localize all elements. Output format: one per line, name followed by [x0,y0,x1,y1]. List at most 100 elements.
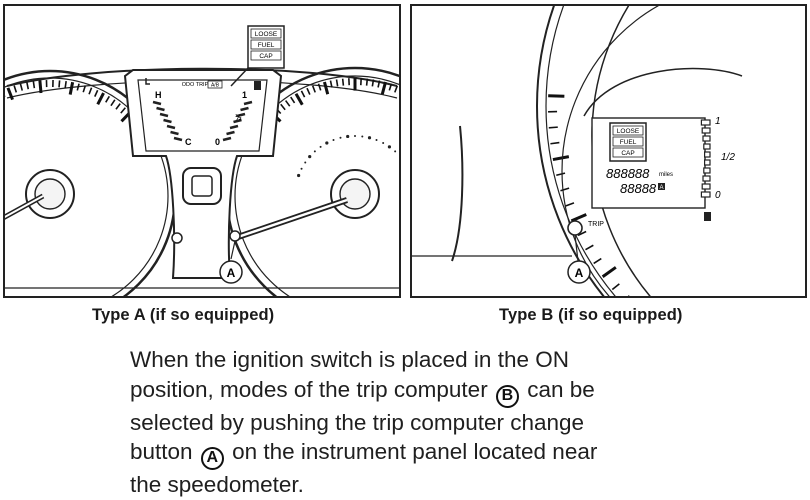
speedometer-tick [313,86,316,93]
paragraph-line-1: When the ignition switch is placed in th… [130,345,698,375]
figure-type-b: 1 1/2 0 LOOSE FUEL CAP 888888 miles 8888… [410,4,807,298]
type-a-cluster-illustration: ODO TRIP A/B H C 1 ½ 0 LOOSE FUEL CAP A [5,6,399,296]
fuel-bar-segment [703,176,710,181]
gauge-tick [594,259,602,264]
speed-scale-dot [382,142,384,144]
tachometer-tick [70,82,72,94]
gauge-tick [585,245,593,249]
tachometer-tick [33,81,34,88]
fuel-bar-segment [702,128,710,133]
tachometer-tick [98,93,104,104]
speed-scale-dot [361,135,363,137]
speedometer-tick [343,79,344,86]
gauge-tick [549,127,558,128]
marker-a-icon: A [201,447,224,470]
callout-a-label-b: A [575,266,584,280]
speedometer-tick [281,104,285,109]
gauge-tick [556,173,565,175]
fuel-bar-segment [703,136,710,141]
gauge-tick [560,188,569,191]
speedometer-tick [395,86,398,93]
warning-fuel-a: FUEL [258,42,275,49]
warning-fuel-b: FUEL [620,139,637,146]
fuel-bar-segment [705,152,710,157]
fuel-bar-segment [704,168,710,173]
speedometer-tick [301,91,304,97]
odometer-unit: miles [659,172,673,178]
fuel-bar-segment [701,120,710,125]
speed-scale-dot [346,135,349,138]
gauge-tick [603,267,616,276]
fuel-bar-segment [702,184,710,189]
trip-change-button-left[interactable] [172,233,182,243]
tachometer-tick [77,84,79,91]
tachometer-tick [89,88,92,95]
paragraph-line-2-start: position, modes of the trip computer [130,377,488,402]
fuel-full-label-b: 1 [715,116,721,127]
speed-scale-dot [320,146,322,148]
gauge-tick [553,157,569,160]
temp-high-label: H [155,90,162,100]
tachometer-tick [59,80,60,87]
tachometer-tick [27,82,28,89]
caption-type-b: Type B (if so equipped) [499,306,683,325]
paragraph-line-2-end: can be [527,377,595,402]
tachometer-tick [116,104,120,110]
speed-scale-dot [394,150,396,152]
speedometer-tick [319,84,321,91]
fuel-pump-icon-b [704,212,711,221]
trip-digits: 88888 [620,181,657,196]
speedometer-tick [367,79,368,86]
type-b-cluster-illustration: 1 1/2 0 LOOSE FUEL CAP 888888 miles 8888… [412,6,805,296]
paragraph-line-4: button A on the instrument panel located… [130,437,698,470]
trip-badge: A [659,185,663,191]
temp-cold-label: C [185,137,192,147]
fuel-pump-icon [254,81,261,90]
odo-trip-badge: A/B [211,83,220,89]
warning-loose-b: LOOSE [617,128,640,135]
gauge-tick [571,215,586,221]
speedometer-tick [324,82,327,94]
speedometer-tick [291,97,295,103]
tachometer-tick [106,96,110,102]
fuel-empty-label-b: 0 [715,190,721,201]
marker-b-icon: B [496,385,519,408]
gauge-tick [548,96,564,97]
caption-type-a: Type A (if so equipped) [92,306,274,325]
tachometer-tick [20,84,22,91]
speed-scale-dot [304,161,306,163]
speedometer-tick [307,88,310,94]
odometer-digits: 888888 [606,166,650,181]
tachometer-tick [111,100,115,106]
warning-cap-b: CAP [621,150,634,157]
tachometer-tick [121,108,126,113]
gauge-tick [612,284,619,290]
body-paragraph: When the ignition switch is placed in th… [130,345,698,500]
odo-trip-label: ODO TRIP [182,82,209,88]
tachometer-tick [65,81,66,88]
speed-scale-dot [354,135,356,137]
paragraph-line-2: position, modes of the trip computer B c… [130,375,698,408]
speed-scale-dot [332,139,334,141]
speed-scale-dot [308,155,311,158]
gauge-tick [550,143,559,144]
speed-scale-dot [297,174,300,177]
callout-a-label: A [227,266,236,280]
speedometer-tick [382,82,385,94]
trip-change-button-a[interactable] [230,231,240,241]
paragraph-line-5: the speedometer. [130,470,698,500]
speed-scale-dot [376,139,378,141]
speedometer-tick [372,79,373,86]
speed-scale-dot [368,136,371,139]
fuel-full-label: 1 [242,90,247,100]
fuel-bar-segment [704,144,710,149]
figure-type-a: ODO TRIP A/B H C 1 ½ 0 LOOSE FUEL CAP A [3,4,401,298]
tachometer-tick [95,90,98,96]
fuel-bar-segment [701,192,710,197]
trip-button-a[interactable] [568,221,582,235]
paragraph-line-4-end: on the instrument panel located near [232,439,597,464]
speedometer-tick [296,94,302,105]
fuel-half-label: ½ [235,113,242,122]
speed-scale-dot [388,145,391,148]
fuel-empty-label: 0 [215,137,220,147]
